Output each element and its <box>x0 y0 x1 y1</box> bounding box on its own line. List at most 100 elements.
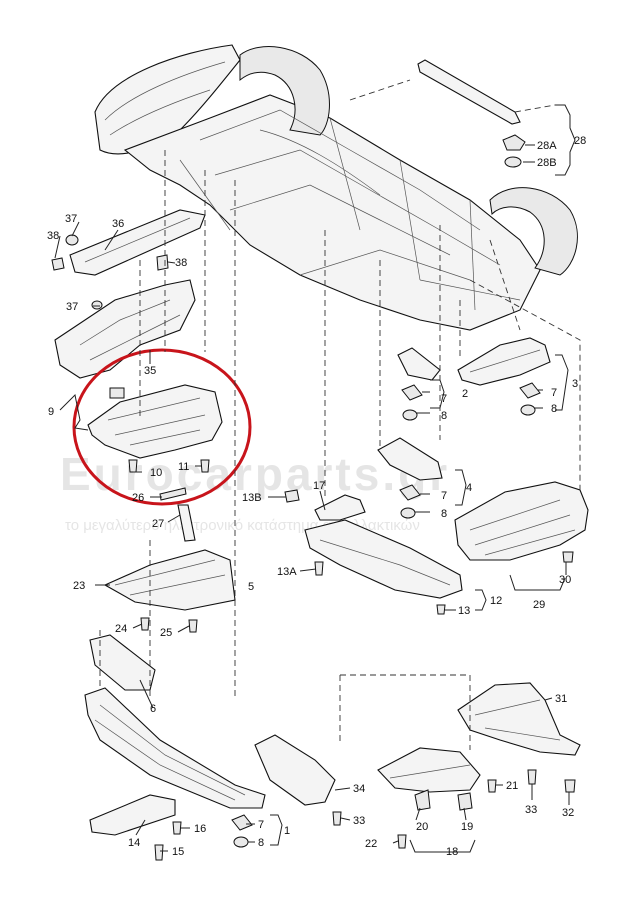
label-7-2: 7 <box>441 393 447 405</box>
label-18: 18 <box>446 846 458 858</box>
part-7-clip-4 <box>399 484 421 501</box>
label-5: 5 <box>248 581 254 593</box>
label-1: 1 <box>284 825 290 837</box>
part-12-shield <box>304 519 463 599</box>
label-21: 21 <box>506 780 518 792</box>
part-13a-bolt <box>314 561 324 576</box>
label-10: 10 <box>150 467 162 479</box>
part-25-bolt <box>188 619 198 633</box>
reference-lines <box>99 79 581 750</box>
part-37-grommet <box>65 234 79 246</box>
part-8-nut-4 <box>400 507 416 519</box>
label-13b: 13B <box>242 492 262 504</box>
part-7-clip-lower <box>231 814 253 831</box>
label-33-right: 33 <box>525 804 537 816</box>
part-8-nut-3 <box>520 404 536 416</box>
label-33-mid: 33 <box>353 815 365 827</box>
leader-lines <box>54 221 570 852</box>
part-20-clip <box>414 789 431 811</box>
part-32-nut <box>564 779 576 793</box>
label-35: 35 <box>144 365 156 377</box>
label-28: 28 <box>574 135 586 147</box>
label-8-2: 8 <box>441 410 447 422</box>
part-22-bolt <box>397 834 407 849</box>
part-28b-nut <box>504 156 522 168</box>
part-13b-clip <box>284 489 300 503</box>
label-11: 11 <box>178 461 189 473</box>
label-23: 23 <box>73 580 85 592</box>
label-37-top: 37 <box>65 213 77 225</box>
label-13: 13 <box>458 605 470 617</box>
label-28b: 28B <box>537 157 557 169</box>
label-19: 19 <box>461 821 473 833</box>
part-8-nut-lower <box>233 836 249 848</box>
label-38-left: 38 <box>47 230 59 242</box>
part-23-shield <box>103 549 236 611</box>
part-33-bolt-mid <box>332 811 342 826</box>
part-7-clip-2 <box>401 384 423 401</box>
part-15-bolt <box>154 844 164 861</box>
label-12: 12 <box>490 595 502 607</box>
part-27-bracket <box>177 504 196 542</box>
part-29-shield <box>454 481 589 561</box>
label-26: 26 <box>132 492 144 504</box>
label-27: 27 <box>152 518 164 530</box>
label-37-lower: 37 <box>66 301 78 313</box>
label-2: 2 <box>462 388 468 400</box>
label-3: 3 <box>572 378 578 390</box>
label-7-4: 7 <box>441 490 447 502</box>
part-labels: 28 28A 28B 37 36 38 38 37 35 9 10 11 26 … <box>47 135 586 858</box>
label-8-4: 8 <box>441 508 447 520</box>
part-30-nut <box>562 551 574 563</box>
label-7-lower: 7 <box>258 819 264 831</box>
label-9: 9 <box>48 406 54 418</box>
label-28a: 28A <box>537 140 557 152</box>
part-19-clip <box>457 792 473 811</box>
label-34: 34 <box>353 783 365 795</box>
part-31-shield <box>457 682 581 756</box>
label-30: 30 <box>559 574 571 586</box>
part-9-shield <box>87 384 223 459</box>
part-21-bolt <box>487 779 497 793</box>
part-13-clip <box>436 604 446 615</box>
label-36: 36 <box>112 218 124 230</box>
highlight-circle <box>72 348 252 506</box>
label-38-right: 38 <box>175 257 187 269</box>
part-38-clip <box>156 254 169 271</box>
part-33-bolt-right <box>527 769 537 785</box>
part-2-bracket <box>397 347 441 381</box>
label-32: 32 <box>562 807 574 819</box>
part-18-shield <box>377 747 481 793</box>
part-34-panel <box>254 734 336 806</box>
part-11-bolt <box>200 459 210 473</box>
label-4: 4 <box>466 482 472 494</box>
part-26-bolt <box>159 487 187 501</box>
part-9-tab <box>109 387 125 399</box>
part-7-clip-3 <box>519 382 541 399</box>
label-6: 6 <box>150 703 156 715</box>
part-16-bolt <box>172 821 182 835</box>
label-20: 20 <box>416 821 428 833</box>
label-13a: 13A <box>277 566 297 578</box>
part-14-bracket <box>89 794 176 836</box>
label-31: 31 <box>555 693 567 705</box>
part-28-crossbar <box>417 59 521 125</box>
label-24: 24 <box>115 623 127 635</box>
label-29: 29 <box>533 599 545 611</box>
label-8-lower: 8 <box>258 837 264 849</box>
label-25: 25 <box>160 627 172 639</box>
part-38-bolt <box>51 257 65 271</box>
part-35-cover <box>54 279 196 379</box>
part-4-bracket <box>377 437 443 481</box>
part-10-bolt <box>128 459 138 473</box>
part-24-bolt <box>140 617 150 631</box>
label-14: 14 <box>128 837 140 849</box>
part-28a-clip <box>502 134 526 151</box>
label-15: 15 <box>172 846 184 858</box>
part-17-panel <box>314 494 366 521</box>
part-37-grommet-lower <box>91 300 103 310</box>
label-7-3: 7 <box>551 387 557 399</box>
label-17: 17 <box>313 480 325 492</box>
part-1-side-cover <box>84 687 266 809</box>
